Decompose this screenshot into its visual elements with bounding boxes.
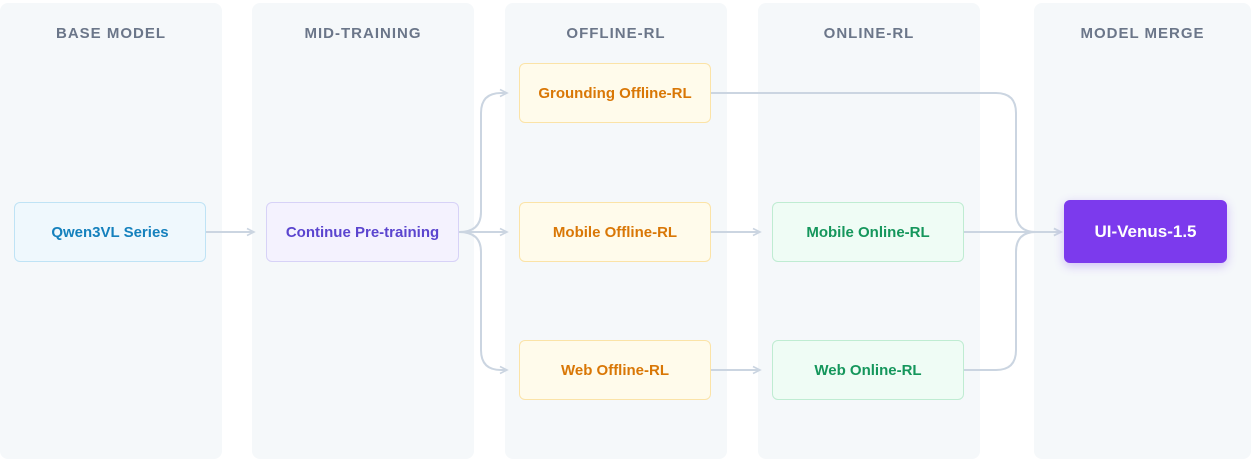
edge-pretrain-to-grounding-offline bbox=[458, 88, 509, 233]
node-ui-venus-final: UI-Venus-1.5 bbox=[1064, 200, 1227, 263]
node-grounding-offline-rl: Grounding Offline-RL bbox=[519, 63, 711, 123]
node-continue-pretraining: Continue Pre-training bbox=[266, 202, 459, 262]
node-web-offline-rl: Web Offline-RL bbox=[519, 340, 711, 400]
node-mobile-offline-rl: Mobile Offline-RL bbox=[519, 202, 711, 262]
edge-grounding-offline-to-merge bbox=[711, 92, 1063, 237]
node-qwen3vl-series: Qwen3VL Series bbox=[14, 202, 206, 262]
column-title-online-rl: ONLINE-RL bbox=[823, 25, 915, 42]
node-mobile-online-rl: Mobile Online-RL bbox=[772, 202, 964, 262]
edge-pretrain-to-web-offline bbox=[458, 231, 509, 375]
column-title-mid-training: MID-TRAINING bbox=[304, 25, 422, 42]
edge-web-online-to-merge bbox=[964, 227, 1063, 371]
column-title-model-merge: MODEL MERGE bbox=[1080, 25, 1205, 42]
node-web-online-rl: Web Online-RL bbox=[772, 340, 964, 400]
column-title-base-model: BASE MODEL bbox=[55, 25, 166, 42]
column-title-offline-rl: OFFLINE-RL bbox=[566, 25, 666, 42]
